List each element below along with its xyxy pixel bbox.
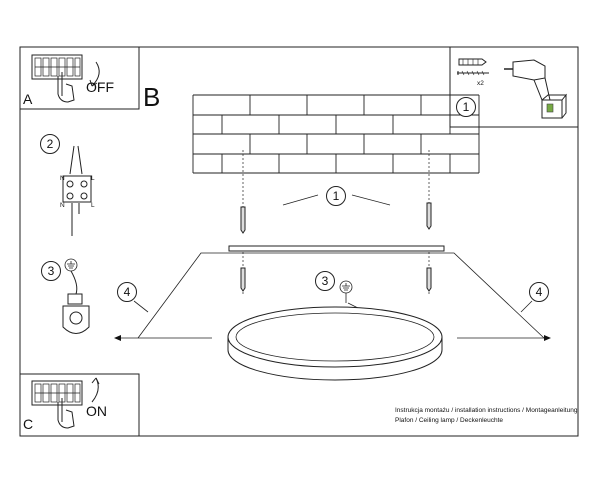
panel-a-letter: A — [23, 91, 33, 107]
panel-a-box — [19, 46, 140, 110]
screw-icon — [457, 70, 489, 76]
leader-line-right — [520, 300, 533, 313]
switch-on-icon — [31, 377, 100, 429]
caption-line-1: Instrukcja montażu / installation instru… — [395, 407, 578, 414]
quantity-label: x2 — [477, 80, 484, 87]
mounting-bracket — [228, 245, 445, 295]
earth-icon-left — [64, 258, 78, 272]
step-mount-left-badge: 4 — [117, 282, 137, 302]
leader-line-left — [133, 300, 149, 313]
power-drill-icon — [504, 59, 568, 119]
mounting-screws — [240, 150, 432, 234]
earth-terminal-icon — [62, 270, 90, 334]
terminal-n-label-top: N — [60, 175, 65, 182]
panel-a-state: OFF — [86, 79, 114, 95]
step-earth-center-badge: 3 — [315, 271, 335, 291]
ceiling-lamp — [227, 306, 443, 381]
step-anchor-badge: 1 — [326, 186, 346, 206]
caption-line-2: Plafon / Ceiling lamp / Deckenleuchte — [395, 417, 504, 424]
panel-b-letter: B — [143, 82, 161, 112]
earth-icon-center — [339, 280, 353, 294]
panel-drill-box — [449, 46, 579, 128]
ceiling-grid — [192, 94, 480, 174]
panel-c-state: ON — [86, 403, 107, 419]
terminal-l-label-bottom: L — [91, 202, 95, 209]
panel-c-box — [19, 373, 140, 437]
step-mount-right-badge: 4 — [529, 282, 549, 302]
guide-lines — [120, 194, 545, 339]
step-wiring-badge: 2 — [40, 134, 60, 154]
step-drill-badge: 1 — [456, 97, 476, 117]
terminal-n-label-bottom: N — [60, 202, 65, 209]
arrow-right — [544, 335, 551, 341]
wall-plug-icon — [458, 58, 487, 66]
step-earth-left-badge: 3 — [41, 261, 61, 281]
terminal-l-label-top: L — [91, 175, 95, 182]
panel-c-letter: C — [23, 416, 34, 432]
switch-off-icon — [31, 54, 100, 103]
arrow-left — [114, 335, 121, 341]
outer-frame — [19, 46, 579, 437]
terminal-block-icon — [62, 145, 92, 236]
